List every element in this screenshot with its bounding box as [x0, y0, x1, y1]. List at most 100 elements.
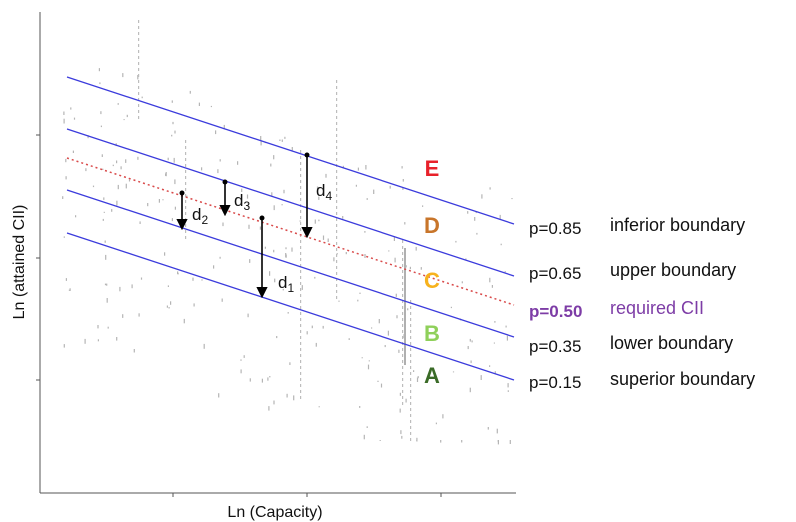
- scatter-point: [368, 360, 370, 362]
- boundary-label: required CII: [610, 298, 704, 318]
- scatter-point: [300, 180, 302, 183]
- scatter-point: [402, 187, 404, 190]
- boundary-line: [66, 157, 515, 306]
- scatter-point: [289, 362, 291, 365]
- scatter-point: [116, 160, 118, 164]
- scatter-point: [342, 216, 344, 219]
- scatter-point: [402, 402, 404, 405]
- scatter-point: [138, 38, 140, 41]
- scatter-point: [400, 430, 402, 435]
- scatter-point: [270, 163, 272, 167]
- scatter-point: [273, 400, 275, 405]
- scatter-point: [364, 231, 366, 233]
- scatter-point: [509, 440, 511, 444]
- scatter-point: [336, 272, 338, 275]
- scatter-point: [97, 325, 99, 329]
- scatter-point: [402, 300, 404, 303]
- scatter-point: [138, 86, 140, 89]
- scatter-point: [402, 264, 404, 267]
- scatter-point: [461, 281, 463, 284]
- scatter-point: [185, 182, 187, 185]
- scatter-point: [167, 157, 169, 161]
- scatter-point: [422, 205, 424, 207]
- scatter-point: [394, 257, 396, 263]
- scatter-point: [410, 378, 412, 381]
- scatter-point: [378, 319, 380, 324]
- scatter-point: [300, 390, 302, 393]
- scatter-point: [314, 219, 316, 224]
- scatter-point: [336, 140, 338, 143]
- grade-letter: E: [425, 156, 440, 181]
- scatter-point: [185, 206, 187, 209]
- scatter-point: [287, 312, 289, 314]
- x-axis-label: Ln (Capacity): [227, 504, 322, 521]
- scatter-point: [402, 348, 404, 351]
- scatter-point: [284, 136, 286, 139]
- scatter-point: [496, 428, 498, 434]
- scatter-point: [69, 288, 71, 291]
- scatter-point: [223, 124, 225, 130]
- scatter-point: [300, 252, 302, 255]
- scatter-point: [410, 324, 412, 327]
- scatter-point: [342, 165, 344, 169]
- scatter-point: [398, 349, 400, 353]
- scatter-point: [120, 166, 122, 170]
- boundary-label: lower boundary: [610, 333, 733, 353]
- scatter-point: [402, 330, 404, 333]
- scatter-point: [367, 364, 370, 370]
- scatter-point: [314, 276, 316, 279]
- scatter-point: [395, 293, 397, 297]
- scatter-point: [364, 254, 366, 258]
- scatter-point: [402, 354, 404, 357]
- scatter-point: [300, 282, 302, 285]
- scatter-point: [336, 296, 338, 299]
- scatter-point: [300, 366, 302, 369]
- scatter-point: [185, 236, 187, 239]
- scatter-point: [84, 338, 86, 344]
- scatter-point: [259, 226, 261, 230]
- scatter-point: [165, 173, 167, 176]
- scatter-point: [396, 315, 398, 319]
- scatter-point: [494, 321, 496, 323]
- axes: [36, 12, 516, 497]
- scatter-point: [170, 301, 172, 305]
- scatter-point: [101, 154, 103, 157]
- scatter-point: [126, 114, 128, 118]
- scatter-point: [247, 313, 249, 318]
- scatter-point: [480, 375, 482, 380]
- scatter-point: [300, 294, 302, 297]
- scatter-point: [116, 337, 118, 341]
- scatter-point: [322, 235, 325, 240]
- scatter-point: [410, 396, 412, 399]
- scatter-point: [336, 253, 338, 255]
- scatter-point: [85, 168, 87, 172]
- scatter-point: [112, 164, 114, 167]
- distance-anchor: [179, 190, 185, 196]
- scatter-point: [410, 312, 412, 315]
- scatter-point: [399, 408, 401, 413]
- scatter-point: [410, 384, 412, 387]
- scatter-point: [410, 432, 412, 435]
- scatter-point: [300, 306, 302, 309]
- probability-label: p=0.65: [529, 264, 581, 283]
- scatter-point: [318, 219, 320, 222]
- scatter-point: [138, 92, 140, 95]
- scatter-point: [499, 214, 501, 220]
- scatter-point: [300, 378, 302, 381]
- scatter-point: [507, 383, 509, 388]
- scatter-point: [300, 348, 302, 351]
- scatter-point: [122, 314, 124, 318]
- scatter-point: [171, 218, 173, 222]
- scatter-point: [72, 150, 74, 153]
- scatter-point: [504, 271, 506, 273]
- scatter-point: [507, 390, 509, 392]
- scatter-point: [291, 147, 293, 151]
- scatter-point: [345, 252, 347, 255]
- grade-letter: A: [424, 363, 440, 388]
- scatter-point: [300, 156, 302, 159]
- scatter-point: [291, 247, 293, 252]
- scatter-point: [306, 331, 308, 335]
- scatter-point: [336, 248, 338, 251]
- distance-anchor: [304, 152, 310, 158]
